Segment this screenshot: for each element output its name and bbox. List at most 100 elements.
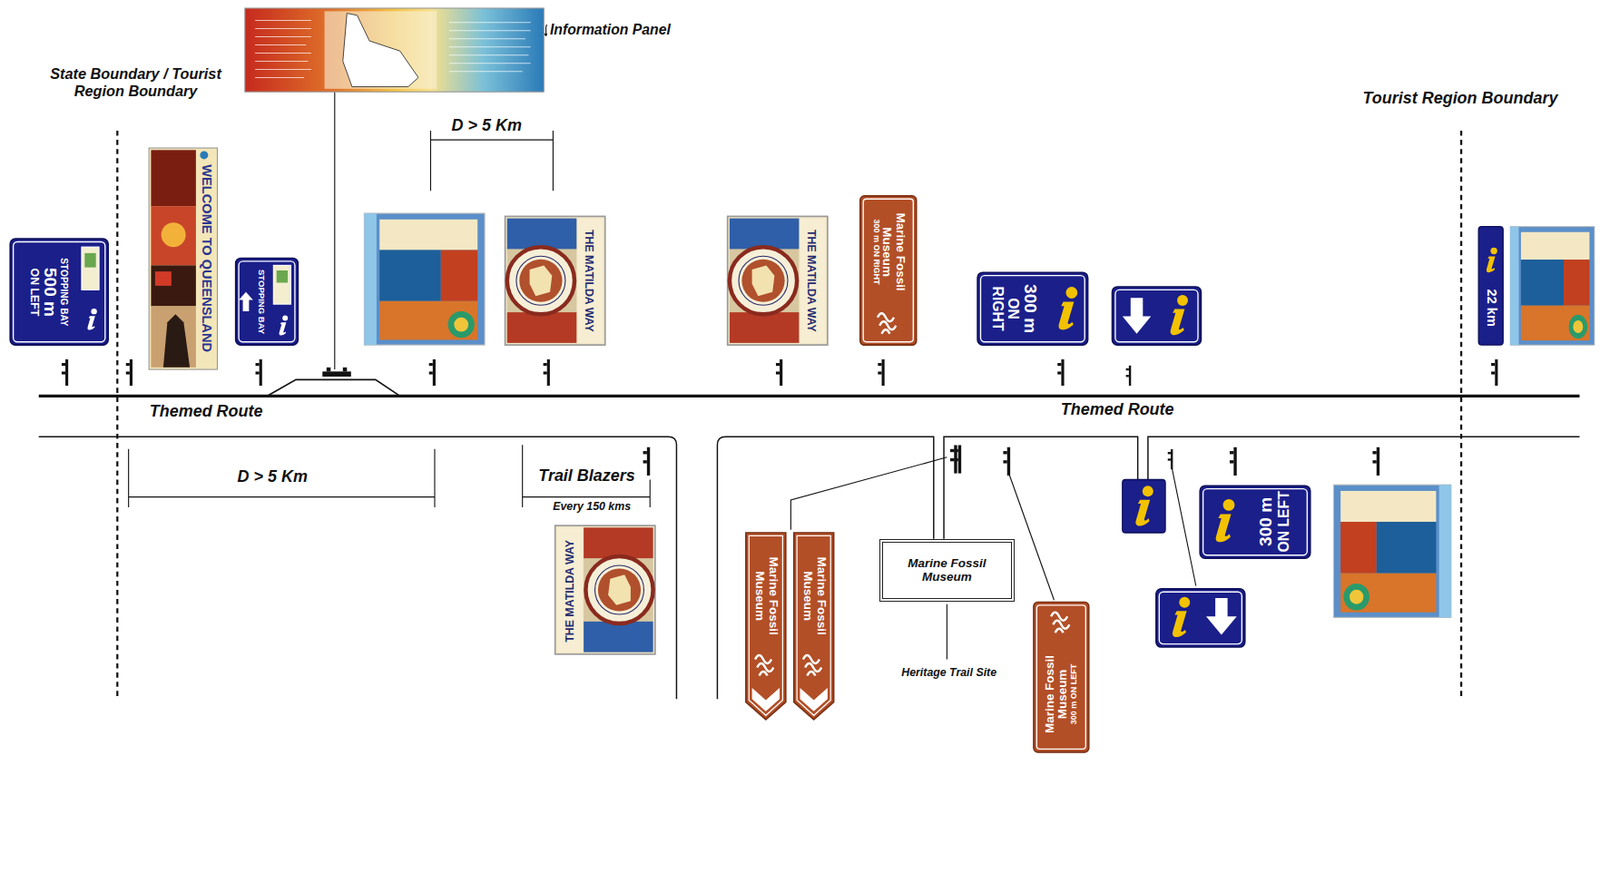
stopping-bay-sign: STOPPING BAY bbox=[235, 258, 299, 346]
chevron-sign bbox=[755, 655, 774, 676]
information-panel bbox=[255, 19, 531, 78]
welcome-banner bbox=[150, 305, 196, 367]
boundary-line bbox=[117, 130, 1462, 699]
sign-text-area: 22 km bbox=[1480, 275, 1501, 342]
information-sign: 300 mON RIGHT bbox=[977, 272, 1088, 345]
heritage-site-box: Marine Fossil Museum bbox=[879, 539, 1014, 603]
chevron-sign bbox=[746, 532, 786, 720]
matilda-way-sign bbox=[555, 525, 656, 655]
tourist-attraction-sign bbox=[860, 196, 917, 345]
welcome-banner bbox=[161, 222, 187, 247]
information-arrow-sign bbox=[1156, 588, 1246, 648]
matilda-way-sign: THE MATILDA WAY bbox=[505, 215, 606, 345]
boundary-line bbox=[116, 130, 118, 699]
tourist-attraction-sign bbox=[1033, 601, 1090, 752]
sign-post bbox=[953, 444, 962, 473]
stopping-bay-sign bbox=[276, 270, 288, 283]
leader-line bbox=[1008, 471, 1055, 601]
boundary-label: State Boundary / Tourist Region Boundary bbox=[30, 65, 242, 99]
information-sign bbox=[1199, 485, 1310, 559]
information-sign bbox=[1478, 226, 1503, 345]
panel-marker bbox=[322, 371, 351, 377]
information-panel bbox=[245, 8, 544, 92]
sign-post bbox=[61, 359, 1499, 476]
information-sign bbox=[1478, 226, 1503, 345]
road-lines bbox=[943, 436, 1139, 539]
road-lines bbox=[267, 379, 401, 396]
chevron-sign bbox=[752, 687, 780, 712]
stopping-bay-sign bbox=[13, 242, 106, 343]
leader-line bbox=[1171, 465, 1197, 587]
dimension-label: D > 5 Km bbox=[235, 467, 311, 487]
tourist-attraction-sign bbox=[1050, 612, 1070, 633]
boundary-line bbox=[1460, 130, 1463, 699]
panel-marker bbox=[326, 367, 331, 372]
welcome-banner bbox=[150, 265, 196, 306]
panel-marker bbox=[322, 367, 351, 377]
road-lines bbox=[1148, 436, 1581, 480]
sign-post bbox=[543, 359, 550, 386]
information-arrow-sign bbox=[1112, 286, 1202, 345]
sign-post bbox=[1229, 447, 1237, 476]
sign-post bbox=[126, 359, 133, 386]
sign-text-area: Marine Fossil Museum bbox=[748, 539, 783, 654]
photo-sign bbox=[1510, 226, 1595, 346]
welcome-banner: WELCOME TO QUEENSLAND bbox=[148, 147, 217, 370]
trail-label: Trail Blazers bbox=[535, 466, 639, 486]
information-sign bbox=[977, 272, 1088, 345]
leader-line bbox=[946, 604, 948, 660]
welcome-banner bbox=[199, 150, 208, 159]
matilda-way-sign: THE MATILDA WAY bbox=[727, 215, 828, 345]
information-sign bbox=[981, 275, 1086, 343]
information-arrow-sign bbox=[1158, 591, 1242, 644]
stopping-bay-sign bbox=[278, 314, 288, 335]
dimension-line bbox=[128, 130, 651, 508]
sign-text-area: 300 mON RIGHT bbox=[981, 277, 1050, 341]
information-sign bbox=[1203, 489, 1308, 556]
sign-post bbox=[61, 359, 69, 386]
sign-text-area: WELCOME TO QUEENSLAND bbox=[196, 152, 216, 366]
boundary-label: Tourist Region Boundary bbox=[1359, 88, 1561, 108]
stopping-bay-sign bbox=[235, 258, 299, 346]
sign-text: ON RIGHT bbox=[990, 277, 1021, 341]
sign-text: Marine Fossil Museum bbox=[879, 201, 906, 304]
information-arrow-sign bbox=[1122, 297, 1151, 334]
sign-post bbox=[642, 447, 650, 476]
matilda-way-sign: THE MATILDA WAY bbox=[556, 527, 656, 654]
sign-text: Marine Fossil Museum bbox=[800, 539, 827, 654]
welcome-banner bbox=[148, 147, 217, 370]
stopping-bay-sign bbox=[87, 308, 97, 331]
site-label: Heritage Trail Site bbox=[898, 666, 1000, 679]
information-sign bbox=[1058, 286, 1078, 330]
information-sign bbox=[1135, 485, 1153, 526]
road-lines bbox=[39, 436, 678, 699]
chevron-sign: Marine Fossil Museum bbox=[746, 532, 786, 720]
information-panel bbox=[245, 8, 544, 92]
sign-post bbox=[1057, 359, 1064, 386]
sign-text: 22 km bbox=[1483, 289, 1499, 327]
sign-text: WELCOME TO QUEENSLAND bbox=[199, 165, 215, 354]
information-sign bbox=[1122, 480, 1166, 533]
sign-text-area: STOPPING BAY bbox=[252, 263, 270, 340]
information-sign bbox=[1199, 485, 1310, 559]
sign-post bbox=[255, 359, 262, 386]
sign-text: Marine Fossil Museum bbox=[886, 557, 1007, 584]
tourist-attraction-sign bbox=[1036, 605, 1086, 750]
welcome-banner bbox=[150, 206, 196, 266]
chevron-sign bbox=[794, 532, 835, 720]
information-sign: 300 mON LEFT bbox=[1199, 485, 1310, 559]
chevron-sign bbox=[803, 655, 822, 676]
sign-text-area: THE MATILDA WAY bbox=[559, 535, 582, 646]
information-arrow-sign bbox=[1112, 286, 1202, 345]
information-sign bbox=[1122, 480, 1166, 533]
welcome-banner bbox=[155, 271, 172, 286]
sign-text: 300 m ON LEFT bbox=[1069, 663, 1080, 724]
sign-text: 500 m bbox=[39, 267, 59, 317]
stopping-bay-sign bbox=[235, 258, 299, 346]
sign-text: 300 m ON RIGHT bbox=[870, 219, 880, 285]
sign-text: STOPPING BAY bbox=[58, 257, 69, 326]
sign-text: 300 m bbox=[1020, 284, 1041, 334]
information-panel bbox=[343, 13, 419, 88]
